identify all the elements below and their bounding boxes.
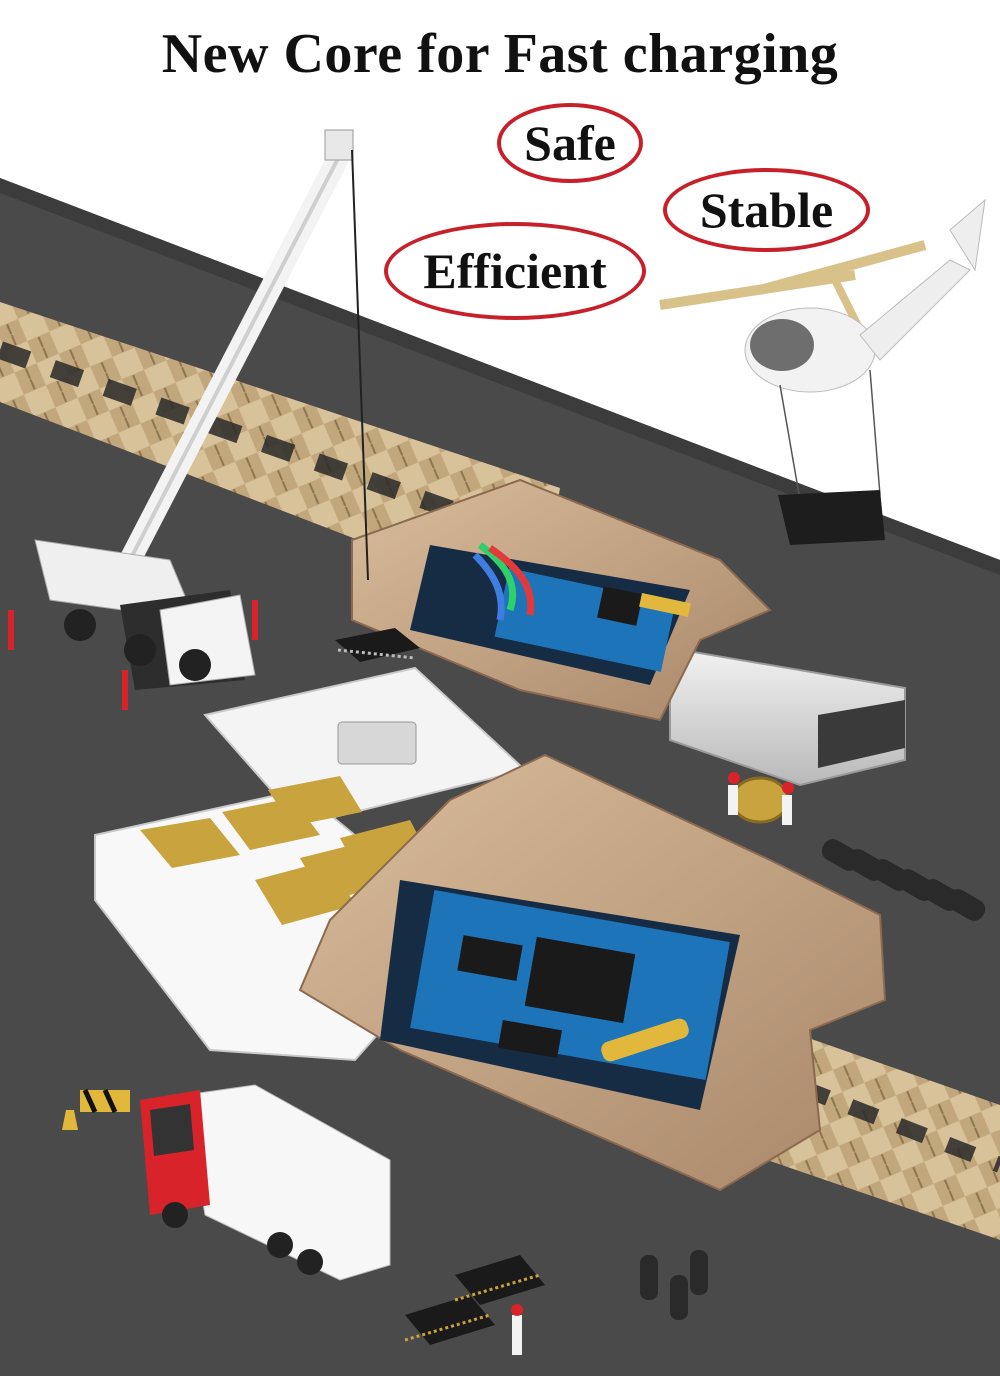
badge-safe-label: Safe [524,115,616,171]
badge-stable: Stable [663,168,870,252]
headline: New Core for Fast charging [161,23,839,85]
helicopter [659,198,986,545]
badge-efficient-label: Efficient [423,243,607,299]
crane-truck [8,129,369,710]
badge-efficient: Efficient [384,222,646,320]
workers-with-coil [728,772,794,825]
badge-safe: Safe [497,103,643,183]
hanging-chip [335,628,420,662]
capacitors-row [821,839,986,921]
box-truck [140,1084,391,1281]
bottom-components [404,1250,708,1355]
usb-chip [337,721,417,765]
usb-a-connector [94,666,887,1192]
road-barriers [62,1088,130,1130]
main-ic-chip [524,936,636,1024]
road-edge [0,178,1000,575]
badge-stable-label: Stable [699,182,834,238]
micro-usb-connector [351,478,906,787]
